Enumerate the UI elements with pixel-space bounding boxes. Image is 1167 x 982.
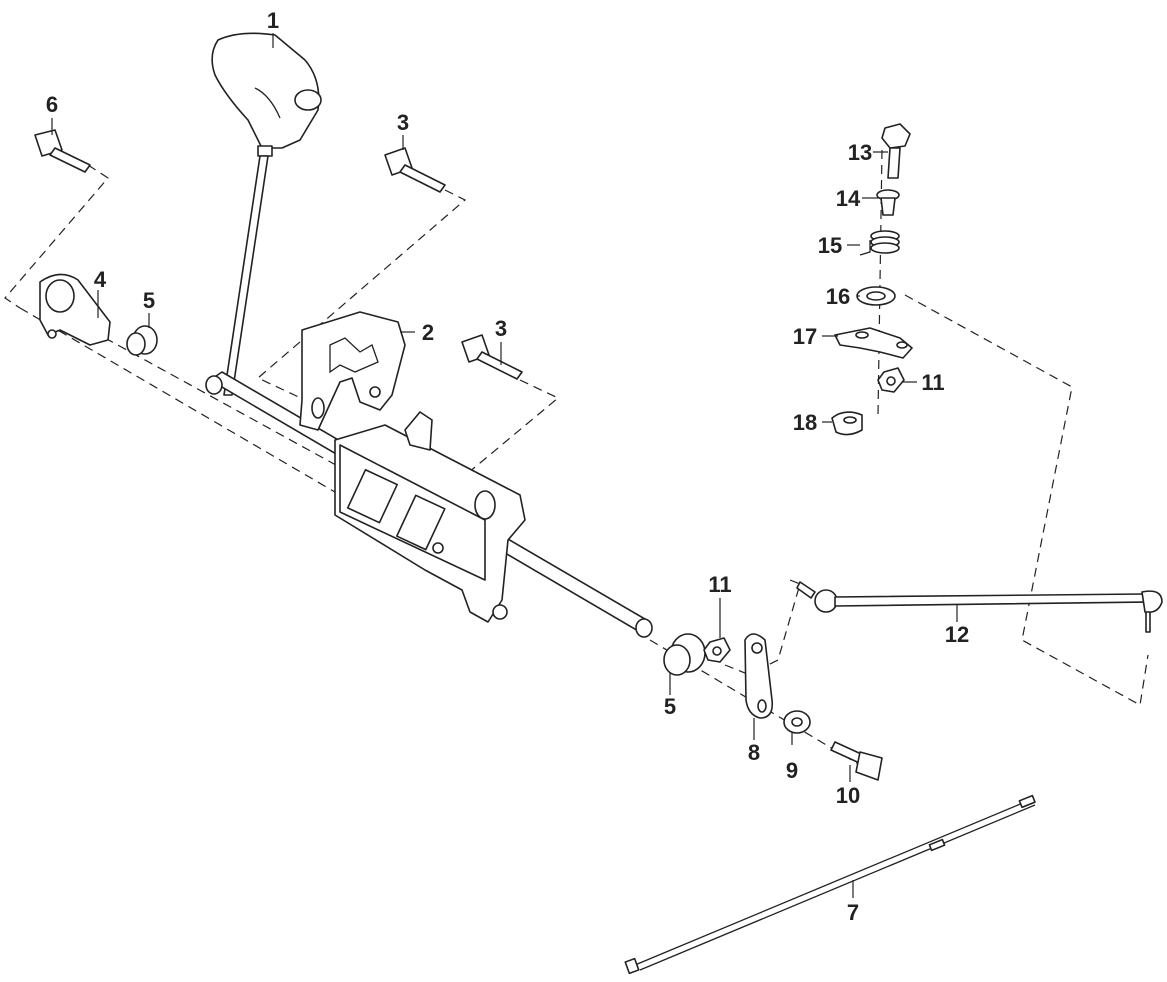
callout-5-right: 5: [664, 694, 676, 719]
callout-6: 6: [46, 92, 58, 117]
callout-10: 10: [836, 783, 860, 808]
callout-17: 17: [793, 324, 817, 349]
bolt-3-upper: [384, 147, 446, 193]
callout-3-lower: 3: [495, 316, 507, 341]
callout-13: 13: [848, 140, 872, 165]
callout-leaders: [51, 33, 958, 898]
assembly-lines: [4, 149, 1149, 766]
bushing-left: [126, 325, 158, 356]
bushing-right: [663, 633, 706, 676]
nut-11-upper: [877, 367, 905, 393]
shift-arm: [744, 633, 774, 719]
spring-15: [859, 230, 900, 256]
callout-8: 8: [748, 740, 760, 765]
callout-labels: 1 2 3 3 4 5 5 6 7 8 9 10 11 11 12 13 14 …: [46, 8, 969, 925]
control-cable: [624, 794, 1036, 975]
callout-2: 2: [422, 320, 434, 345]
callout-9: 9: [786, 758, 798, 783]
callout-16: 16: [826, 284, 850, 309]
callout-14: 14: [836, 186, 861, 211]
washer-16: [856, 286, 896, 306]
callout-4: 4: [94, 267, 107, 292]
callout-18: 18: [793, 410, 817, 435]
bolt-3-lower: [461, 334, 523, 380]
callout-15: 15: [818, 233, 842, 258]
bracket-17: [834, 327, 913, 359]
bolt-10: [830, 741, 883, 781]
callout-1: 1: [267, 8, 279, 33]
washer-9: [783, 710, 811, 734]
bushing-18: [831, 411, 863, 436]
callout-11-lower: 11: [708, 572, 731, 597]
callout-7: 7: [847, 900, 859, 925]
handle-lever: [211, 32, 322, 396]
bolt-6: [34, 129, 91, 173]
nut-11-lower: [703, 637, 731, 663]
shift-rod: [796, 581, 1163, 633]
callout-5-left: 5: [143, 288, 155, 313]
main-mounting-bracket: [334, 411, 526, 623]
callout-3-upper: 3: [397, 110, 409, 135]
bolt-13: [881, 123, 911, 179]
collar-14: [876, 189, 900, 216]
callout-11-upper: 11: [921, 370, 944, 395]
pivot-bracket: [39, 273, 111, 346]
shift-guide-plate: [299, 311, 406, 431]
callout-12: 12: [945, 622, 969, 647]
